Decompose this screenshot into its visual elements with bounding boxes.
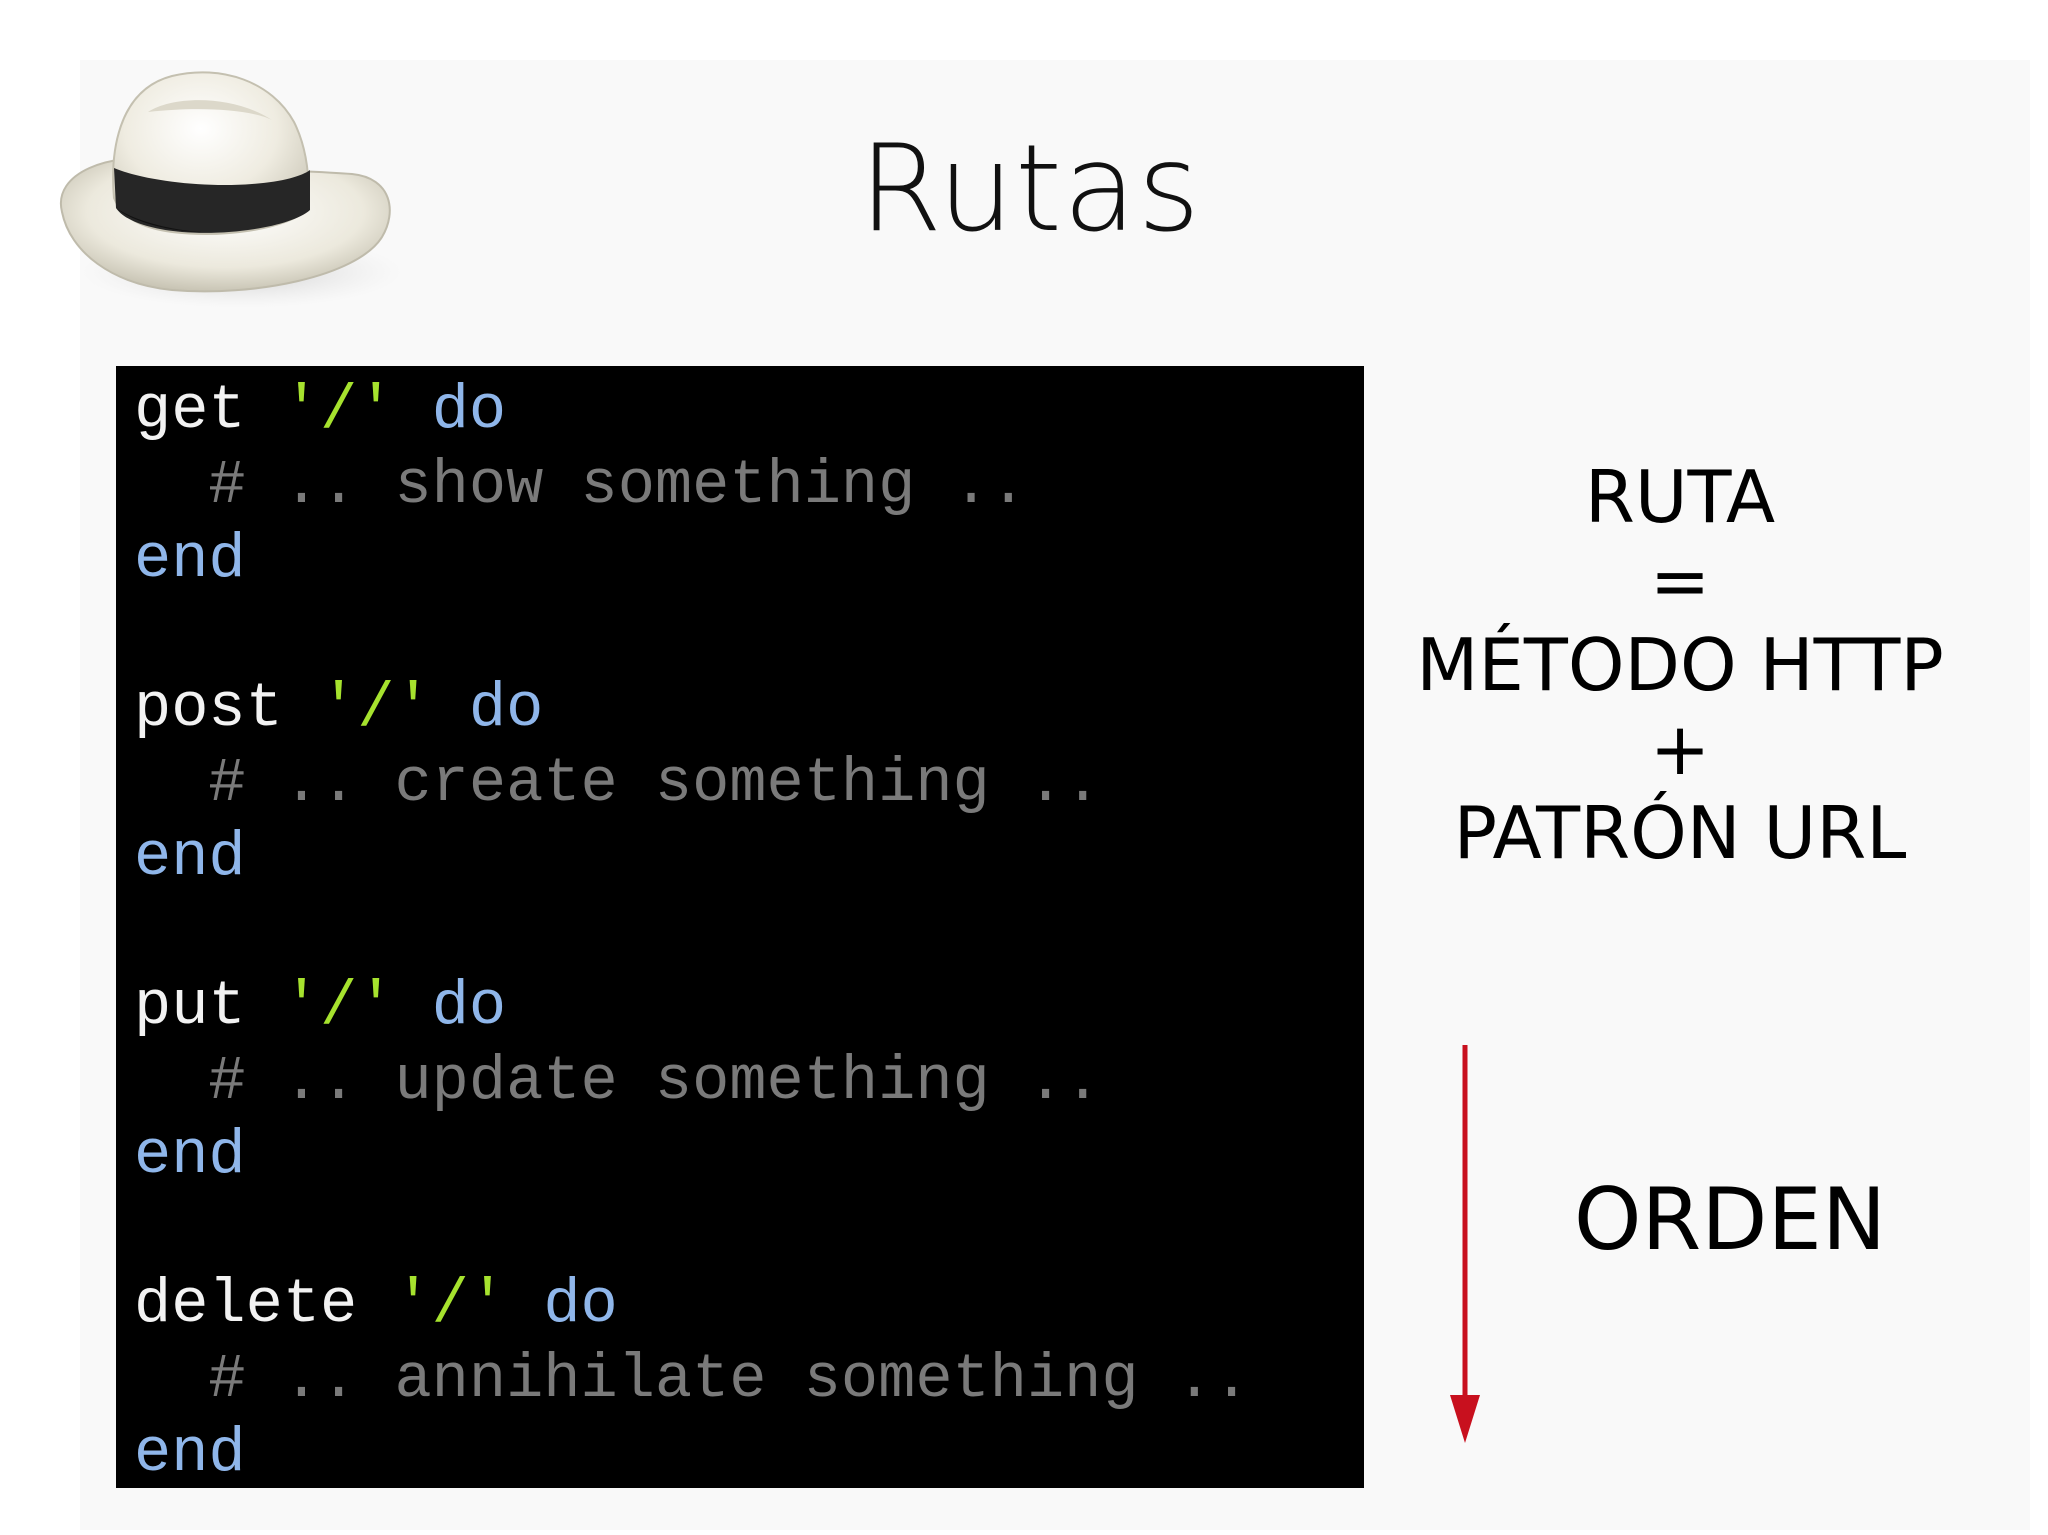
formula-plus: + [1649, 707, 1711, 791]
code-comment: # .. annihilate something .. [208, 1343, 1251, 1415]
code-line: end [134, 821, 1364, 896]
code-line: put '/' do [134, 970, 1364, 1045]
do-keyword: do [468, 673, 544, 744]
code-line: # .. create something .. [134, 747, 1364, 822]
code-line: # .. annihilate something .. [134, 1343, 1364, 1418]
route-pattern: '/' [282, 375, 395, 446]
route-pattern: '/' [282, 971, 395, 1042]
http-method: get [134, 375, 246, 446]
code-line: end [134, 1119, 1364, 1194]
http-method: delete [134, 1269, 358, 1340]
route-pattern: '/' [394, 1269, 507, 1340]
code-line: # .. show something .. [134, 449, 1364, 524]
formula-term-method: MÉTODO HTTP [1416, 623, 1944, 707]
slide-title: Rutas [858, 120, 1202, 259]
code-blank-line [134, 598, 1364, 673]
formula-term-pattern: PATRÓN URL [1453, 791, 1907, 875]
end-keyword: end [134, 1418, 246, 1489]
route-pattern: '/' [320, 673, 432, 744]
do-keyword: do [543, 1269, 618, 1340]
end-keyword: end [134, 822, 246, 893]
route-definition: RUTA = MÉTODO HTTP + PATRÓN URL [1380, 455, 1980, 875]
down-arrow-icon [1450, 1045, 1480, 1443]
fedora-hat-icon [59, 71, 402, 308]
code-blank-line [134, 1194, 1364, 1269]
order-label: ORDEN [1573, 1170, 1887, 1270]
http-method: post [134, 673, 283, 744]
formula-term-route: RUTA [1584, 455, 1776, 539]
do-keyword: do [431, 375, 507, 446]
code-line: post '/' do [134, 672, 1364, 747]
do-keyword: do [431, 971, 507, 1042]
code-blank-line [134, 896, 1364, 971]
end-keyword: end [134, 1120, 246, 1191]
code-line: delete '/' do [134, 1268, 1364, 1343]
code-comment: # .. update something .. [208, 1045, 1102, 1117]
code-comment: # .. show something .. [208, 449, 1027, 521]
end-keyword: end [134, 524, 246, 595]
code-line: end [134, 523, 1364, 598]
http-method: put [134, 971, 246, 1042]
code-comment: # .. create something .. [208, 747, 1102, 819]
code-line: # .. update something .. [134, 1045, 1364, 1120]
code-block: get '/' do # .. show something .. end po… [116, 366, 1364, 1489]
code-line: end [134, 1417, 1364, 1492]
formula-equals: = [1649, 539, 1711, 623]
code-line: get '/' do [134, 374, 1364, 449]
